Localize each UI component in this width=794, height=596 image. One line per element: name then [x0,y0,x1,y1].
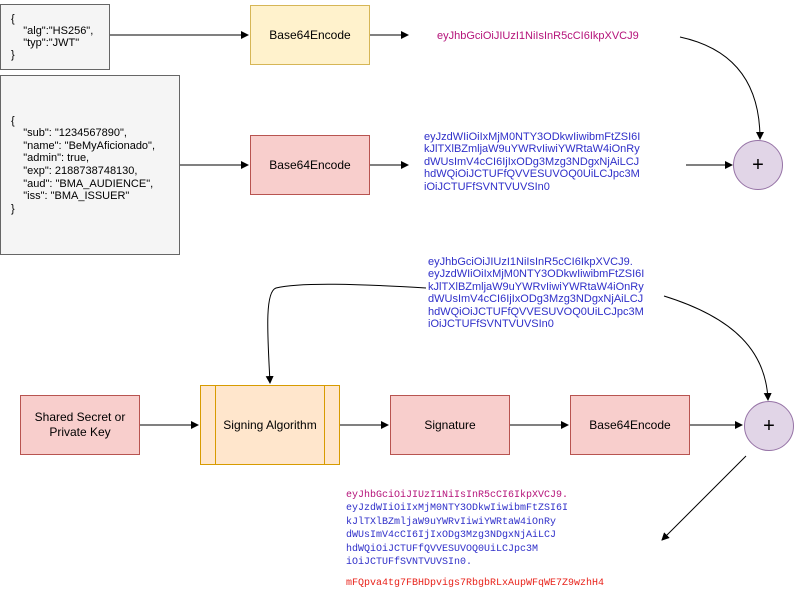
base64-encode-payload-label: Base64Encode [269,158,351,172]
concat-plus-bottom-label: + [763,414,775,437]
concat-plus-top-label: + [752,153,764,176]
base64-encode-signature-box: Base64Encode [570,395,690,455]
payload-json-text: { "sub": "1234567890", "name": "BeMyAfic… [11,114,156,215]
arrow-combined-to-signing [265,283,427,384]
final-token-signature: mFQpva4tg7FBHDpvigs7RbgbRLxAupWFqWE7Z9wz… [346,578,605,589]
header-json-box: { "alg":"HS256", "typ":"JWT" } [0,4,110,70]
payload-json-box: { "sub": "1234567890", "name": "BeMyAfic… [0,75,180,255]
signing-algorithm-label: Signing Algorithm [223,418,317,432]
base64-encode-header-label: Base64Encode [269,28,351,42]
concat-plus-bottom: + [744,401,794,451]
signing-algorithm-box: Signing Algorithm [200,385,340,465]
arrow-plus-to-final-token [661,455,747,541]
final-token-header: eyJhbGciOiJIUzI1NiIsInR5cCI6IkpXVCJ9. [346,490,569,501]
header-json-text: { "alg":"HS256", "typ":"JWT" } [11,13,94,61]
base64-encode-payload-box: Base64Encode [250,135,370,195]
encoded-header-text: eyJhbGciOiJIUzI1NiIsInR5cCI6IkpXVCJ9 [437,30,639,42]
combined-input-text: eyJhbGciOiJIUzI1NiIsInR5cCI6IkpXVCJ9. ey… [428,256,645,331]
arrow-combined-to-plus [663,295,772,401]
final-token-payload: eyJzdWIiOiIxMjM0NTY3ODkwIiwibmFtZSI6I kJ… [346,503,569,568]
signature-label: Signature [424,418,476,432]
base64-encode-header-box: Base64Encode [250,5,370,65]
encoded-payload-text: eyJzdWIiOiIxMjM0NTY3ODkwIiwibmFtZSI6I kJ… [424,131,641,193]
shared-secret-box: Shared Secret or Private Key [20,395,140,455]
signature-box: Signature [390,395,510,455]
concat-plus-top: + [733,140,783,190]
arrow-header-token-to-plus [679,36,764,140]
base64-encode-signature-label: Base64Encode [589,418,671,432]
shared-secret-label: Shared Secret or Private Key [34,410,126,439]
